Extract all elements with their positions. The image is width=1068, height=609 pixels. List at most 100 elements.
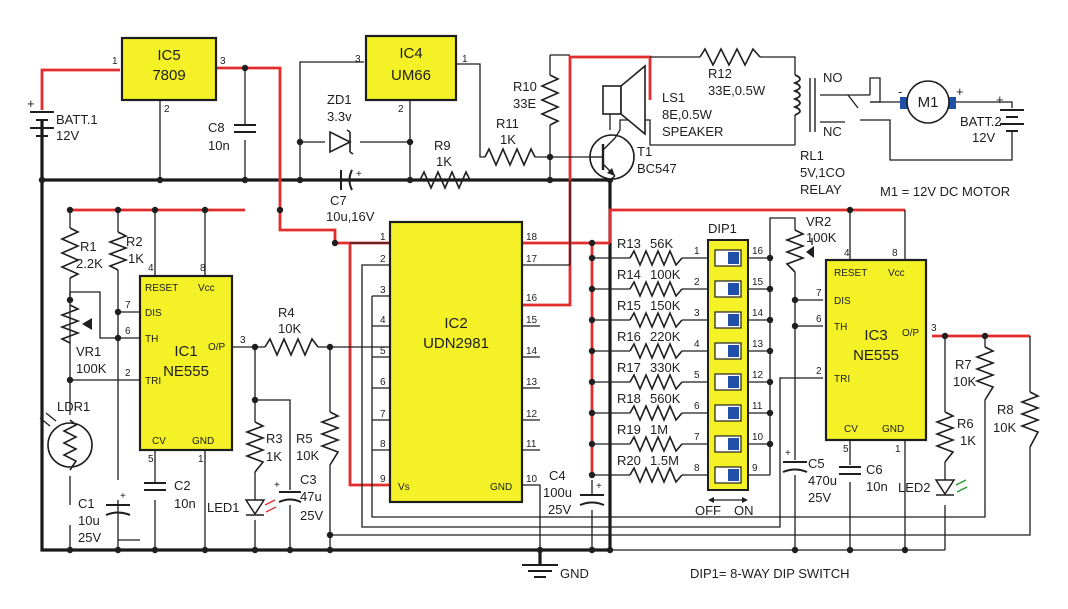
vr1-value: 100K [76,361,107,376]
vr1-name: VR1 [76,344,101,359]
battery-2-value: 12V [972,130,995,145]
resistor-r10: R10 33E [513,74,560,126]
battery-2: + BATT.2 12V [960,92,1024,145]
svg-text:15: 15 [752,277,764,288]
battery-1-value: 12V [56,128,79,143]
resistor-r7: R7 10K [953,346,996,401]
r10-name: R10 [513,79,537,94]
dip-switch-knob [728,407,739,419]
r6-value: 1K [960,433,976,448]
c1-volt: 25V [78,530,101,545]
resistor-r2: R2 1K [107,231,144,271]
svg-text:12: 12 [526,409,538,420]
ic5-pin1: 1 [112,56,118,67]
r1-name: R1 [80,239,97,254]
r11-value: 1K [500,132,516,147]
battery-2-name: BATT.2 [960,114,1002,129]
svg-text:13: 13 [752,339,764,350]
dip-resistor-value: 560K [650,391,681,406]
relay-nc: NC [823,124,842,139]
svg-text:9: 9 [752,463,758,474]
junction-dots [38,64,989,554]
capacitor-c3: + C3 47u 25V [274,472,323,523]
c4-name: C4 [549,468,566,483]
capacitor-c8: C8 10n [208,120,256,153]
dip-resistor-name: R13 [617,236,641,251]
svg-text:3: 3 [240,335,246,346]
svg-text:3: 3 [931,323,937,334]
svg-text:15: 15 [526,315,538,326]
ic1-gnd: GND [192,436,214,447]
rl1-value: 5V,1CO [800,165,845,180]
ic1-th: TH [145,334,158,345]
svg-text:10: 10 [752,432,764,443]
resistor-r5: R5 10K [296,411,341,466]
dip-left-pin-number: 2 [694,277,700,288]
ic1-dis: DIS [145,308,162,319]
capacitor-c5: + C5 470u 25V [782,448,837,505]
dip-resistor-name: R20 [617,453,641,468]
led2-name: LED2 [898,480,931,495]
dip-resistor-value: 330K [650,360,681,375]
svg-text:6: 6 [816,314,822,325]
svg-text:8: 8 [380,439,386,450]
ic4-part: UM66 [391,67,431,84]
c1-name: C1 [78,496,95,511]
ic2-right-pin-numbers: 18 17 16 15 14 13 12 11 10 [526,232,538,485]
r8-name: R8 [997,402,1014,417]
dip-resistor-value: 220K [650,329,681,344]
svg-text:4: 4 [844,248,850,259]
ic5-pin3: 3 [220,56,226,67]
dip-switch-knob [728,314,739,326]
dip-switch-knob [728,252,739,264]
c8-value: 10n [208,138,230,153]
ic3-ref: IC3 [864,327,887,344]
svg-text:10: 10 [526,474,538,485]
svg-text:+: + [274,480,280,491]
dip-resistor-wires [592,217,796,476]
resistor-r8: R8 10K [993,391,1041,448]
ic3-part: NE555 [853,347,899,364]
svg-text:+: + [120,491,126,502]
dip1-name: DIP1 [708,221,737,236]
c5-value: 470u [808,473,837,488]
svg-text:7: 7 [125,300,131,311]
ic1-cv: CV [152,436,166,447]
resistor-r6: R6 1K [934,411,976,463]
dip-left-pin-number: 5 [694,370,700,381]
svg-text:+: + [996,92,1004,107]
r11-name: R11 [496,116,519,131]
capacitor-c1: + C1 10u 25V [78,491,131,545]
ic4-pin3: 3 [355,54,361,65]
ldr1-name: LDR1 [57,399,90,414]
dip-left-pin-number: 3 [694,308,700,319]
r4-value: 10K [278,321,301,336]
dip-resistor-value: 1.5M [650,453,679,468]
r12-value: 33E,0.5W [708,83,766,98]
transistor-t1: T1 BC547 [589,129,677,181]
r6-name: R6 [957,416,974,431]
dip-left-pin-number: 1 [694,246,700,257]
svg-text:8: 8 [200,263,206,274]
led2: LED2 [898,479,968,496]
zd1-name: ZD1 [327,92,352,107]
vr2-value: 100K [806,230,837,245]
motor-m1: M1 - + M1 = 12V DC MOTOR [880,80,1010,199]
ic3-op: O/P [902,328,920,339]
r9-name: R9 [434,138,451,153]
r8-value: 10K [993,420,1016,435]
ic3-timer: IC3 NE555 RESET Vcc DIS TH TRI O/P CV GN… [816,248,937,455]
ls1-value: 8E,0.5W [662,107,713,122]
dip-resistor-name: R18 [617,391,641,406]
svg-text:2: 2 [816,366,822,377]
svg-text:4: 4 [380,315,386,326]
c7-value: 10u,16V [326,209,375,224]
dip-resistor-name: R15 [617,298,641,313]
battery-1-plus-sign: + [27,96,35,111]
dip1-note: DIP1= 8-WAY DIP SWITCH [690,566,850,581]
svg-text:2: 2 [125,368,131,379]
dip-switch-knob [728,283,739,295]
svg-text:16: 16 [526,293,538,304]
